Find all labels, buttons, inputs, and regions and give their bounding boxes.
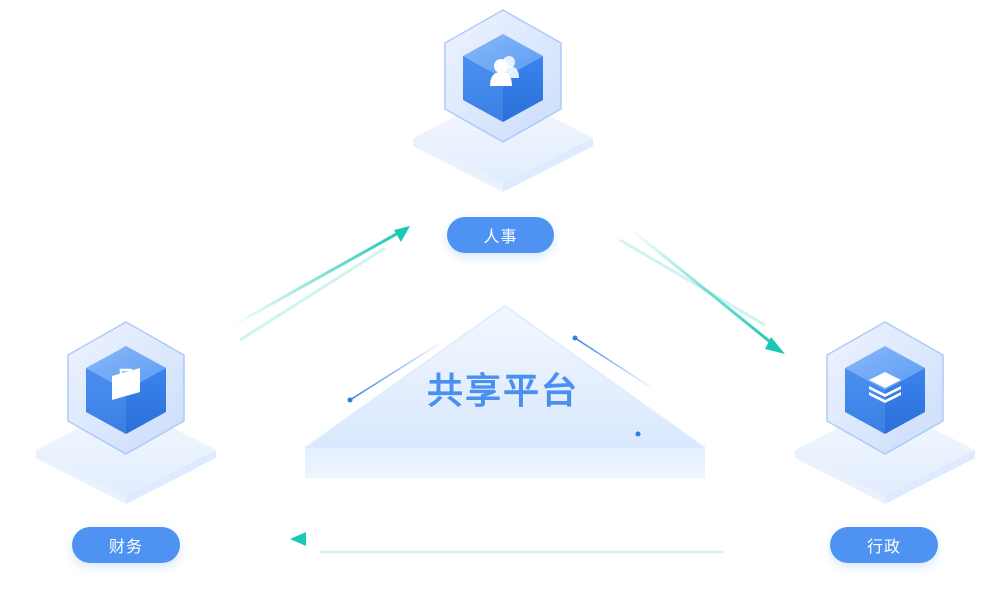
platform-title: 共享平台 <box>426 371 579 412</box>
people-icon <box>490 56 519 86</box>
finance-label-button[interactable]: 财务 <box>72 527 180 563</box>
briefcase-icon <box>112 368 140 400</box>
hr-label-button[interactable]: 人事 <box>447 217 554 253</box>
hr-node <box>412 9 594 193</box>
layers-icon <box>869 372 901 403</box>
admin-node <box>794 321 976 505</box>
admin-label-button[interactable]: 行政 <box>830 527 938 563</box>
arrow-finance-to-hr <box>231 226 410 342</box>
arrow-admin-to-finance <box>290 532 723 554</box>
finance-node <box>35 321 217 505</box>
arrow-hr-to-admin <box>619 225 785 354</box>
shared-platform <box>304 304 706 478</box>
